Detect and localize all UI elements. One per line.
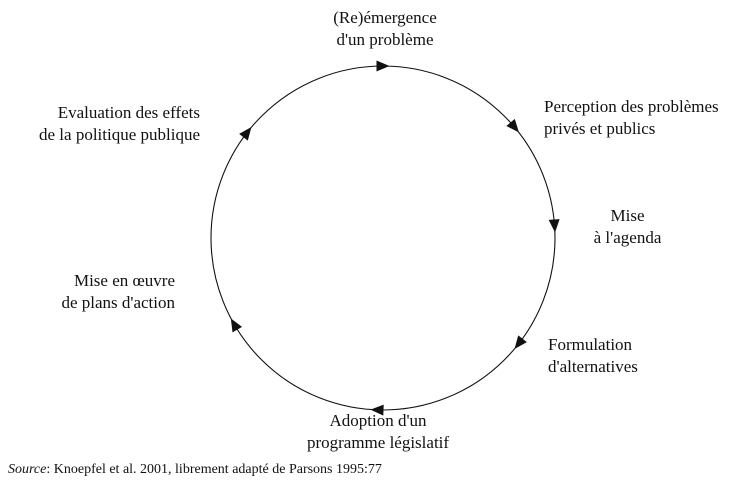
stage-mise-en-oeuvre-line-2: de plans d'action bbox=[61, 293, 175, 312]
stage-formulation: Formulation d'alternatives bbox=[548, 334, 638, 378]
stage-adoption-line-2: programme législatif bbox=[306, 433, 450, 452]
arrowhead-agenda-icon bbox=[548, 219, 560, 233]
stage-perception-line-1: Perception des problèmes bbox=[544, 97, 719, 116]
stage-agenda: Mise à l'agenda bbox=[580, 205, 675, 249]
cycle-circle bbox=[210, 65, 556, 411]
stage-agenda-line-2: à l'agenda bbox=[593, 228, 662, 247]
stage-perception-line-2: privés et publics bbox=[544, 119, 656, 138]
source-label: Source bbox=[8, 462, 47, 477]
arrowhead-perception-icon bbox=[506, 118, 519, 133]
stage-emergence: (Re)émergence d'un problème bbox=[300, 7, 470, 51]
source-text: : Knoepfel et al. 2001, librement adapté… bbox=[46, 462, 382, 477]
stage-evaluation-line-2: de la politique publique bbox=[39, 125, 200, 144]
stage-perception: Perception des problèmes privés et publi… bbox=[544, 96, 719, 140]
stage-formulation-line-1: Formulation bbox=[548, 335, 633, 354]
stage-adoption: Adoption d'un programme législatif bbox=[278, 410, 478, 454]
stage-emergence-line-2: d'un problème bbox=[336, 30, 434, 49]
arrowhead-formulation-icon bbox=[514, 335, 527, 350]
stage-mise-en-oeuvre: Mise en œuvre de plans d'action bbox=[20, 270, 175, 314]
source-note: Source: Knoepfel et al. 2001, librement … bbox=[8, 461, 382, 479]
stage-agenda-line-1: Mise bbox=[610, 206, 645, 225]
arrowhead-mise-en-oeuvre-icon bbox=[230, 318, 243, 333]
arrowhead-adoption-icon bbox=[370, 404, 384, 416]
stage-evaluation-line-1: Evaluation des effets bbox=[57, 103, 200, 122]
stage-adoption-line-1: Adoption d'un bbox=[329, 411, 427, 430]
stage-evaluation: Evaluation des effets de la politique pu… bbox=[10, 102, 200, 146]
stage-mise-en-oeuvre-line-1: Mise en œuvre bbox=[73, 271, 175, 290]
arrowhead-emergence-icon bbox=[376, 60, 390, 72]
stage-emergence-line-1: (Re)émergence bbox=[333, 8, 437, 27]
stage-formulation-line-2: d'alternatives bbox=[548, 357, 638, 376]
arrowhead-evaluation-icon bbox=[239, 126, 252, 141]
